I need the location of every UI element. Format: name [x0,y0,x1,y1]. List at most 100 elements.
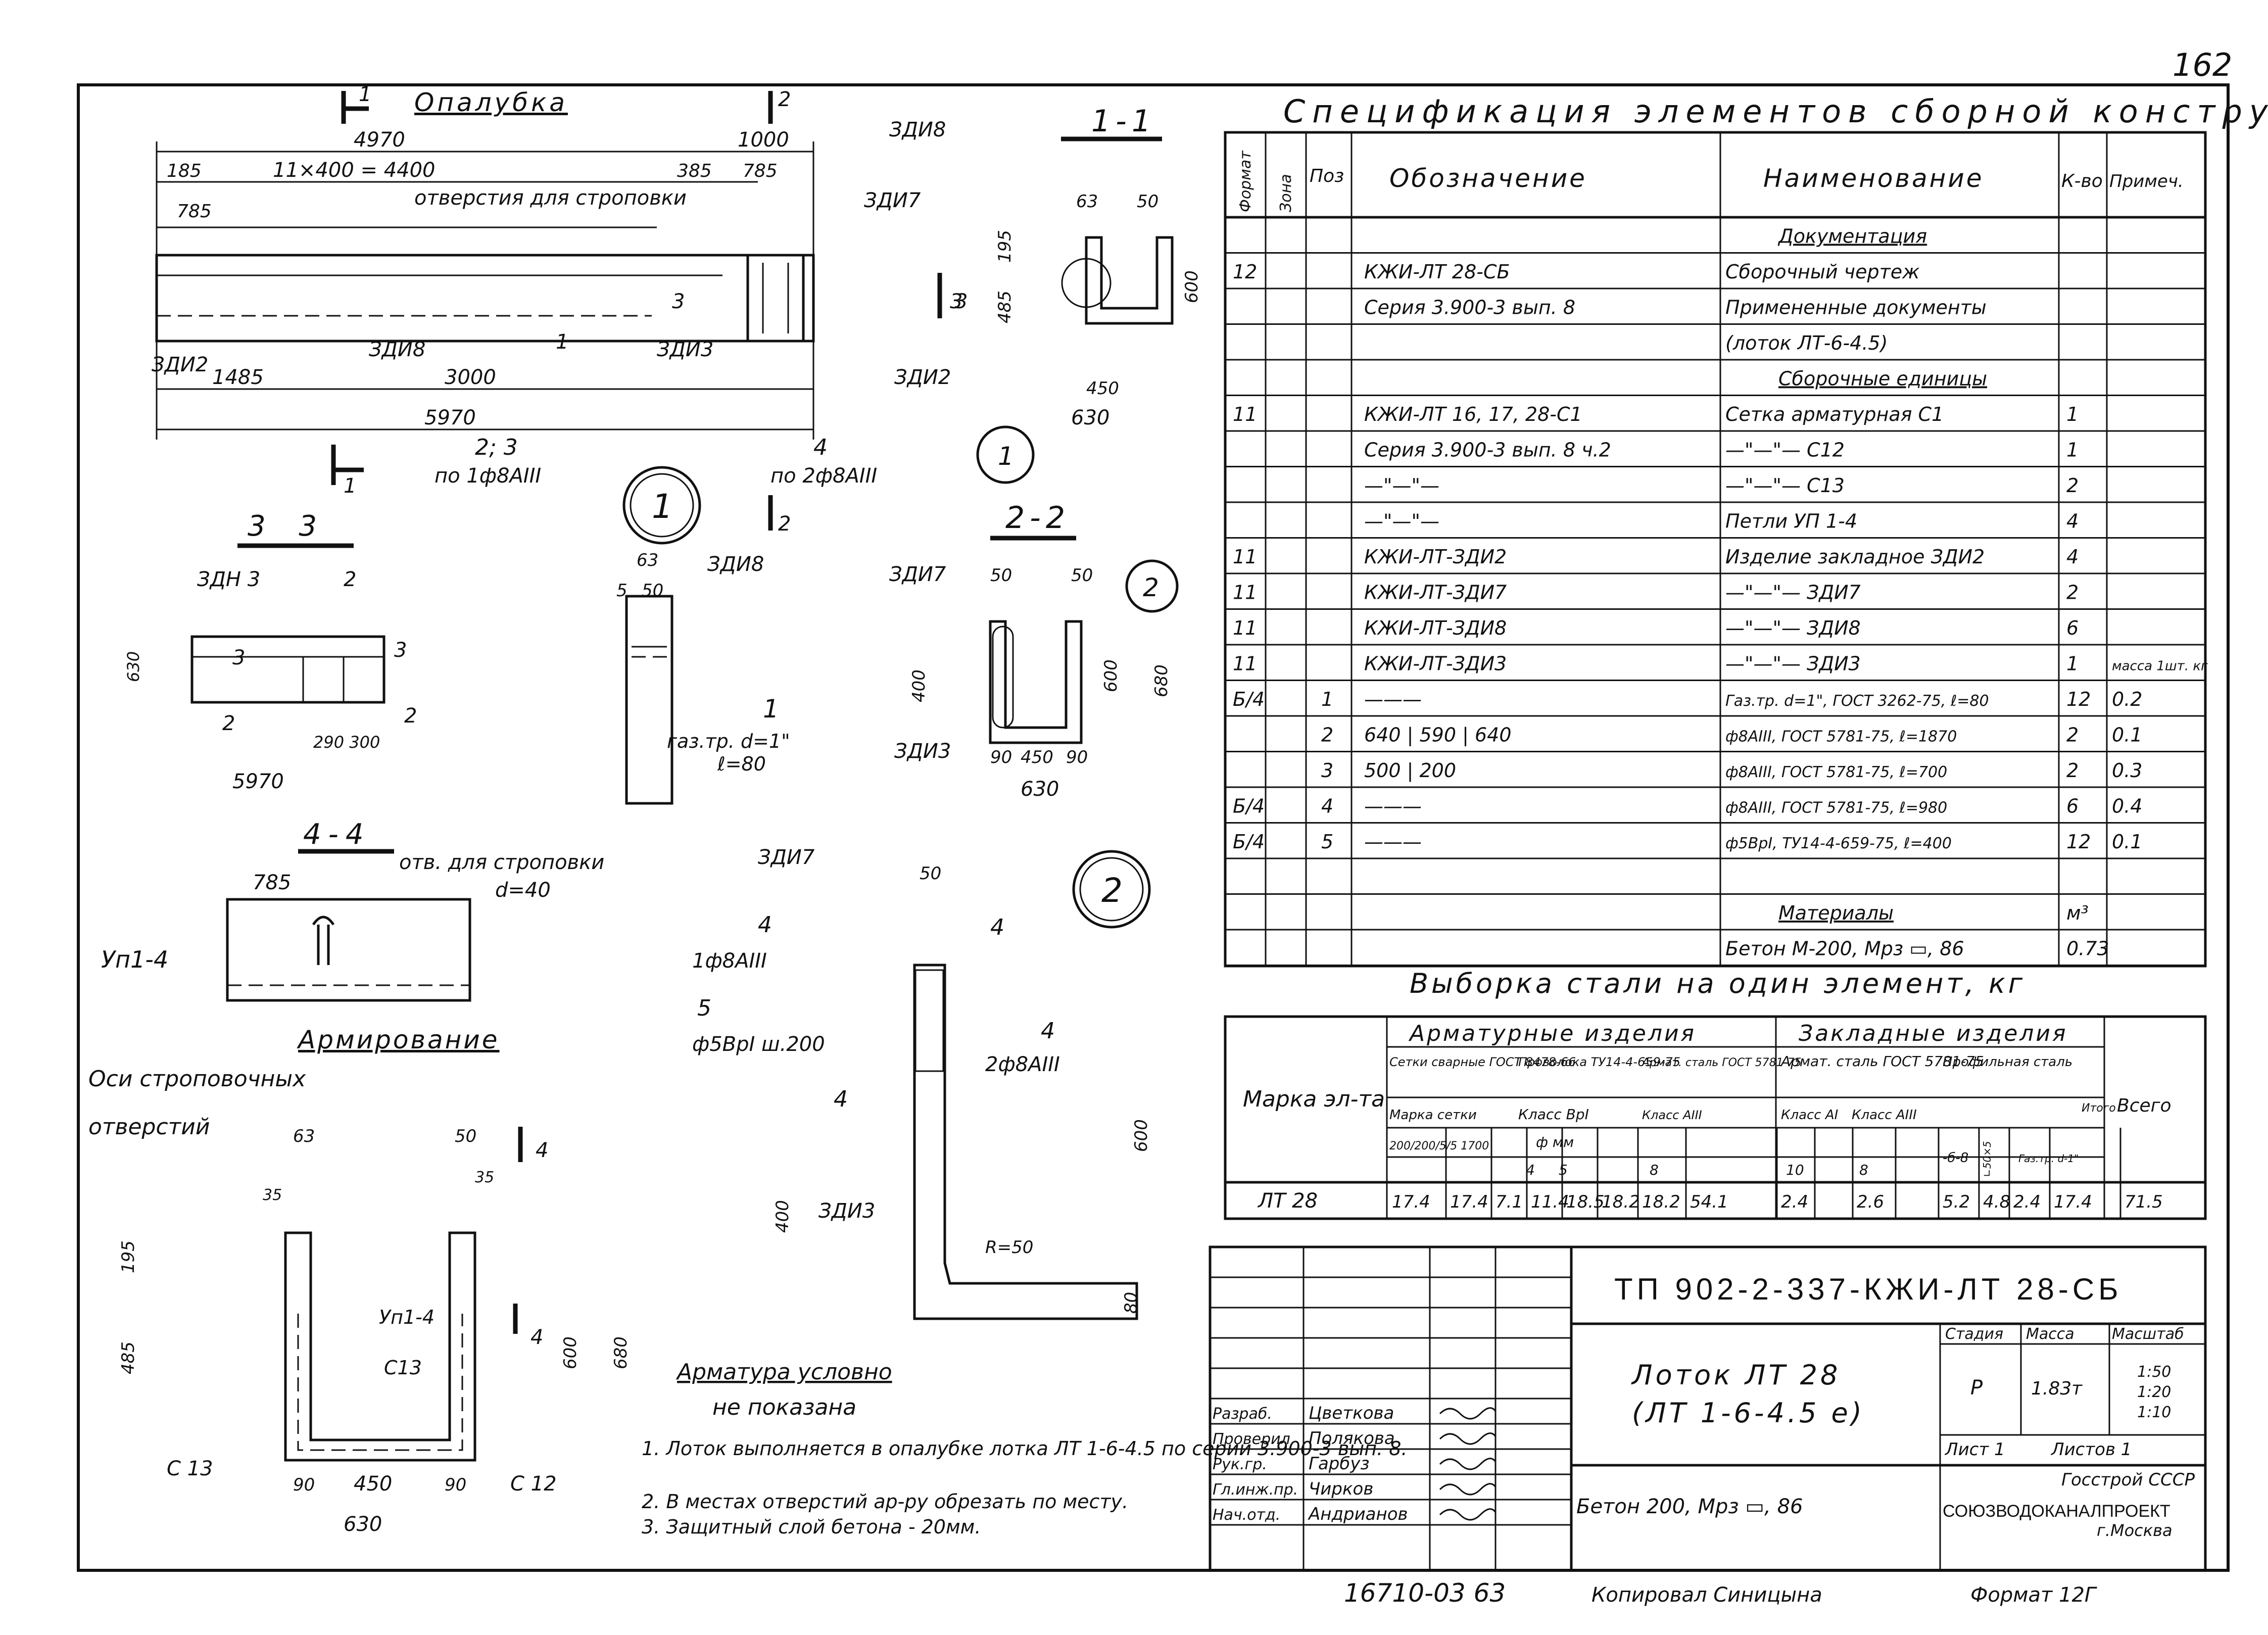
spec-qty: 12 [2066,831,2091,853]
svg-text:Зона: Зона [1277,174,1295,212]
svg-text:2: 2 [778,88,791,111]
spec-name: Бетон М-200, Мрз ▭, 86 [1725,938,1964,960]
svg-text:450: 450 [354,1472,392,1496]
svg-text:Всего: Всего [2117,1095,2172,1116]
svg-text:63: 63 [293,1126,315,1146]
spec-pos: 1 [1321,688,1333,710]
section-3-3: 3 3 ЗДН 3 2 3 3 2 2 290 300 5970 630 [124,510,417,793]
formwork-plan: Опалубка 1 2 4970 11×400 = 4400 1000 185… [152,83,968,536]
svg-text:600: 600 [1182,270,1202,303]
svg-text:90: 90 [990,747,1012,767]
svg-text:600: 600 [560,1336,581,1369]
svg-text:90: 90 [1066,747,1088,767]
svg-text:3: 3 [394,639,407,662]
svg-text:ЗДИ3: ЗДИ3 [818,1199,875,1223]
svg-text:630: 630 [344,1513,382,1536]
svg-text:Профильная сталь: Профильная сталь [1943,1054,2072,1070]
svg-text:ЗДИ7: ЗДИ7 [889,563,946,586]
spec-name: Изделие закладное ЗДИ2 [1725,546,1985,568]
svg-text:Марка сетки: Марка сетки [1389,1108,1477,1123]
svg-text:195: 195 [118,1240,138,1273]
steel-value: 71.5 [2125,1192,2163,1212]
svg-text:35: 35 [263,1186,282,1204]
svg-text:Стадия: Стадия [1945,1325,2003,1343]
spec-qty: 0.73 [2066,938,2109,960]
steel-value: 2.4 [1781,1192,1808,1212]
svg-text:90: 90 [293,1475,315,1495]
svg-text:4: 4 [990,915,1004,940]
svg-text:90: 90 [445,1475,466,1495]
svg-text:отв. для строповки: отв. для строповки [399,851,604,874]
svg-text:50: 50 [990,565,1012,586]
drawing-name-1: Лоток ЛТ 28 [1631,1359,1841,1391]
svg-text:630: 630 [1071,406,1109,429]
svg-text:1000: 1000 [738,128,789,152]
svg-text:С 12: С 12 [510,1472,557,1496]
svg-text:50: 50 [1071,565,1093,586]
svg-text:400: 400 [773,1200,793,1233]
staff-name: Цветкова [1309,1403,1394,1423]
svg-text:630: 630 [1021,778,1059,801]
svg-text:ЗДИ7: ЗДИ7 [758,846,815,869]
svg-text:290 300: 290 300 [313,733,380,752]
spec-format: 11 [1233,653,1257,675]
svg-text:1. Лоток выполняется в опалубк: 1. Лоток выполняется в опалубке лотка ЛТ… [642,1437,1407,1460]
staff-role: Разраб. [1213,1405,1272,1423]
spec-designation: ——— [1364,688,1422,710]
spec-name: Петли УП 1-4 [1725,510,1857,533]
svg-text:ЗДИ3: ЗДИ3 [894,740,951,763]
svg-text:4: 4 [536,1139,548,1162]
spec-designation: КЖИ-ЛТ-ЗДИ7 [1364,582,1507,604]
svg-text:ЗДИ2: ЗДИ2 [152,353,208,376]
svg-text:4: 4 [1041,1018,1055,1044]
svg-text:Примеч.: Примеч. [2109,171,2184,191]
svg-text:2-2: 2-2 [1005,500,1070,536]
svg-text:С 13: С 13 [167,1457,213,1480]
spec-designation: КЖИ-ЛТ-ЗДИ2 [1364,546,1507,568]
svg-text:3: 3 [955,290,968,313]
svg-text:Газ.тр. d-1": Газ.тр. d-1" [2018,1152,2079,1165]
title-block: ТП 902-2-337-КЖИ-ЛТ 28-СБ Лоток ЛТ 28 (Л… [1209,1245,2207,1572]
spec-designation: ——— [1364,831,1422,853]
spec-title: Спецификация элементов сборной конструкц… [1283,93,2268,130]
svg-text:2: 2 [1143,573,1159,602]
spec-name: ф5ВрI, ТУ14-4-659-75, ℓ=400 [1725,835,1952,852]
detail-2: 2 ЗДИ7 50 4 4 1ф8АIII 5 ф5ВрI ш.200 4 2ф… [675,846,1151,1420]
svg-text:450: 450 [1086,378,1119,399]
svg-text:Формат: Формат [1237,150,1254,212]
steel-value: 4.8 [1983,1192,2010,1212]
svg-text:по 1ф8АIII: по 1ф8АIII [435,464,541,488]
spec-name: Примененные документы [1725,297,1987,319]
spec-name: Сборочные единицы [1778,368,1987,390]
spec-name: —"—"— ЗДИ3 [1725,653,1861,675]
steel-value: 18.5 [1566,1192,1605,1212]
svg-text:1:50: 1:50 [2137,1363,2171,1381]
svg-text:630: 630 [124,651,143,682]
svg-text:-б-8: -б-8 [1943,1150,1968,1166]
svg-text:80: 80 [1121,1292,1141,1314]
signature [1439,1458,1497,1470]
svg-text:785: 785 [177,201,212,222]
spec-format: 11 [1233,546,1257,568]
spec-pos: 4 [1321,795,1333,818]
spec-qty: 6 [2066,795,2079,818]
svg-text:Класс АIII: Класс АIII [1852,1108,1917,1123]
sheet-frame [77,83,2230,1572]
spec-designation: —"—"— [1364,474,1439,497]
svg-text:2: 2 [222,712,235,735]
steel-sample-table: Выборка стали на один элемент, кг Марка … [1224,968,2207,1220]
svg-text:50: 50 [920,863,941,884]
section-1-1: 1-1 63 50 450 630 600 195 485 [995,104,1202,429]
svg-text:Обозначение: Обозначение [1389,164,1587,193]
steel-value: 2.6 [1857,1192,1884,1212]
svg-text:ЗДИ8: ЗДИ8 [369,338,425,361]
spec-designation: КЖИ-ЛТ 28-СБ [1364,261,1510,283]
sheet-number: 162 [2173,46,2232,83]
spec-qty: м³ [2066,902,2089,924]
svg-text:3. Защитный слой бетона - 20мм: 3. Защитный слой бетона - 20мм. [642,1516,981,1538]
spec-name: Газ.тр. d=1", ГОСТ 3262-75, ℓ=80 [1725,692,1989,710]
svg-text:35: 35 [475,1169,494,1186]
notes: 1. Лоток выполняется в опалубке лотка ЛТ… [642,1437,1407,1538]
svg-text:Поз: Поз [1310,166,1344,186]
spec-note: 0.1 [2112,831,2142,853]
